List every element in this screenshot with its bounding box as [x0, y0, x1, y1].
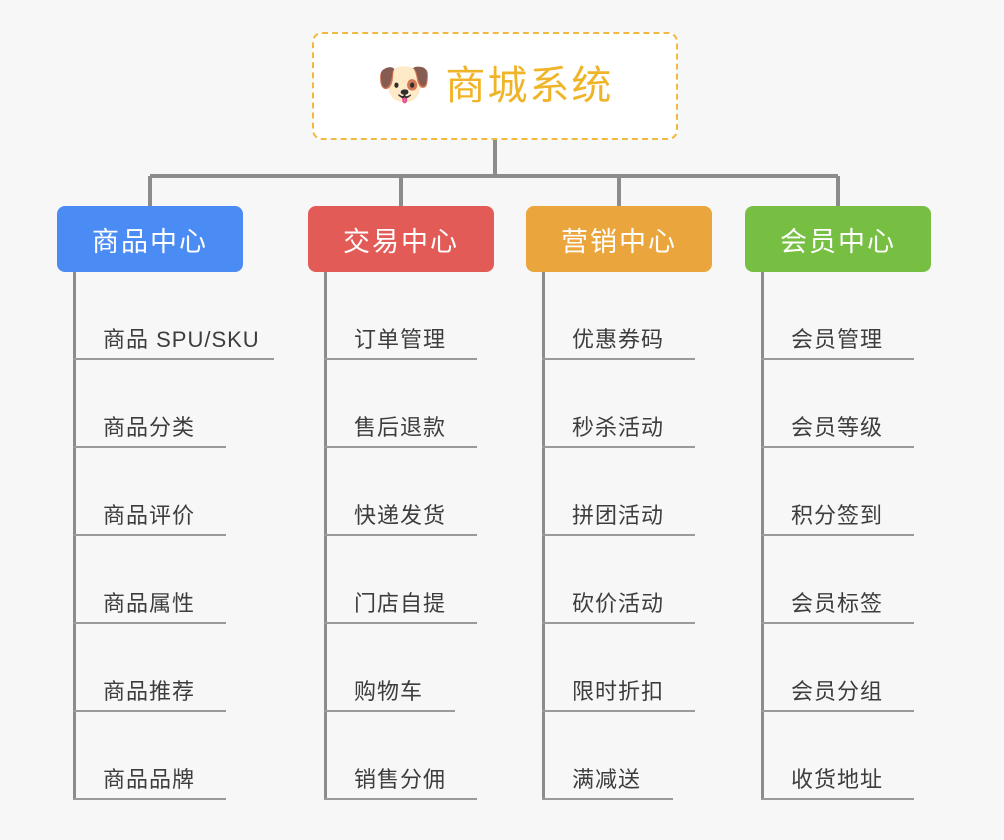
- list-item[interactable]: 商品 SPU/SKU: [57, 272, 357, 360]
- branch-trade-center: 交易中心 订单管理 售后退款 快递发货 门店自提 购物车: [308, 206, 608, 800]
- list-item[interactable]: 限时折扣: [526, 624, 826, 712]
- branch-items-product-center: 商品 SPU/SKU 商品分类 商品评价 商品属性 商品推荐 商品品牌: [57, 272, 357, 800]
- list-item-rule: [73, 710, 226, 712]
- list-item-label: 会员等级: [791, 415, 884, 440]
- list-item-rule: [324, 534, 477, 536]
- branch-header-label: 交易中心: [343, 226, 459, 257]
- list-item-label: 会员分组: [791, 679, 884, 704]
- list-item-label: 会员标签: [791, 591, 884, 616]
- list-item-label: 门店自提: [354, 591, 447, 616]
- list-item-label: 售后退款: [354, 415, 447, 440]
- branch-header-product-center[interactable]: 商品中心: [57, 206, 243, 272]
- branch-stem: [73, 272, 76, 800]
- list-item-rule: [542, 798, 673, 800]
- list-item-rule: [324, 622, 477, 624]
- list-item[interactable]: 售后退款: [308, 360, 608, 448]
- list-item-rule: [761, 358, 914, 360]
- list-item-label: 商品品牌: [103, 767, 196, 792]
- list-item-label: 商品属性: [103, 591, 196, 616]
- branch-items-marketing-center: 优惠券码 秒杀活动 拼团活动 砍价活动 限时折扣 满减送: [526, 272, 826, 800]
- list-item-label: 快递发货: [354, 503, 447, 528]
- list-item-label: 砍价活动: [572, 591, 665, 616]
- list-item-label: 商品评价: [103, 503, 196, 528]
- list-item-rule: [542, 534, 695, 536]
- list-item[interactable]: 会员管理: [745, 272, 1004, 360]
- list-item-rule: [542, 710, 695, 712]
- list-item-label: 会员管理: [791, 327, 884, 352]
- branch-stem: [542, 272, 545, 800]
- list-item-label: 秒杀活动: [572, 415, 665, 440]
- list-item[interactable]: 砍价活动: [526, 536, 826, 624]
- list-item-rule: [761, 798, 914, 800]
- list-item-rule: [324, 798, 477, 800]
- list-item-label: 商品推荐: [103, 679, 196, 704]
- root-title: 商城系统: [445, 64, 614, 108]
- list-item-rule: [73, 534, 226, 536]
- branch-header-marketing-center[interactable]: 营销中心: [526, 206, 712, 272]
- list-item-label: 销售分佣: [354, 767, 447, 792]
- list-item[interactable]: 秒杀活动: [526, 360, 826, 448]
- list-item[interactable]: 快递发货: [308, 448, 608, 536]
- branch-stem: [324, 272, 327, 800]
- list-item[interactable]: 商品品牌: [57, 712, 357, 800]
- list-item-label: 满减送: [572, 767, 642, 792]
- list-item-rule: [324, 710, 455, 712]
- list-item-rule: [73, 358, 274, 360]
- list-item-rule: [73, 446, 226, 448]
- list-item[interactable]: 门店自提: [308, 536, 608, 624]
- root-node[interactable]: 🐶 商城系统: [312, 32, 678, 140]
- list-item[interactable]: 会员等级: [745, 360, 1004, 448]
- list-item-label: 商品分类: [103, 415, 196, 440]
- list-item-rule: [73, 622, 226, 624]
- list-item[interactable]: 满减送: [526, 712, 826, 800]
- shiba-dog-face-icon: 🐶: [376, 60, 432, 109]
- branch-items-member-center: 会员管理 会员等级 积分签到 会员标签 会员分组 收货地址: [745, 272, 1004, 800]
- list-item[interactable]: 销售分佣: [308, 712, 608, 800]
- list-item-rule: [324, 446, 477, 448]
- branch-marketing-center: 营销中心 优惠券码 秒杀活动 拼团活动 砍价活动 限时折扣: [526, 206, 826, 800]
- list-item-label: 购物车: [354, 679, 424, 704]
- list-item-label: 商品 SPU/SKU: [103, 327, 260, 352]
- branch-header-trade-center[interactable]: 交易中心: [308, 206, 494, 272]
- list-item[interactable]: 积分签到: [745, 448, 1004, 536]
- list-item[interactable]: 商品分类: [57, 360, 357, 448]
- branch-header-label: 会员中心: [780, 226, 896, 257]
- branch-member-center: 会员中心 会员管理 会员等级 积分签到 会员标签 会员分组: [745, 206, 1004, 800]
- branch-product-center: 商品中心 商品 SPU/SKU 商品分类 商品评价 商品属性 商品推荐: [57, 206, 357, 800]
- list-item[interactable]: 拼团活动: [526, 448, 826, 536]
- list-item-label: 拼团活动: [572, 503, 665, 528]
- list-item[interactable]: 商品属性: [57, 536, 357, 624]
- list-item[interactable]: 优惠券码: [526, 272, 826, 360]
- list-item[interactable]: 会员标签: [745, 536, 1004, 624]
- list-item-rule: [542, 622, 695, 624]
- list-item[interactable]: 会员分组: [745, 624, 1004, 712]
- branch-items-trade-center: 订单管理 售后退款 快递发货 门店自提 购物车 销售分佣: [308, 272, 608, 800]
- list-item-label: 收货地址: [791, 767, 884, 792]
- branch-stem: [761, 272, 764, 800]
- list-item-rule: [761, 446, 914, 448]
- list-item-rule: [542, 446, 695, 448]
- list-item[interactable]: 商品评价: [57, 448, 357, 536]
- list-item-label: 优惠券码: [572, 327, 665, 352]
- list-item[interactable]: 购物车: [308, 624, 608, 712]
- list-item-rule: [324, 358, 477, 360]
- branch-header-member-center[interactable]: 会员中心: [745, 206, 931, 272]
- list-item[interactable]: 收货地址: [745, 712, 1004, 800]
- list-item-rule: [73, 798, 226, 800]
- list-item[interactable]: 订单管理: [308, 272, 608, 360]
- list-item-rule: [761, 710, 914, 712]
- list-item-rule: [542, 358, 695, 360]
- list-item[interactable]: 商品推荐: [57, 624, 357, 712]
- list-item-label: 订单管理: [354, 327, 447, 352]
- list-item-rule: [761, 534, 914, 536]
- list-item-rule: [761, 622, 914, 624]
- list-item-label: 积分签到: [791, 503, 884, 528]
- branch-header-label: 营销中心: [561, 226, 677, 257]
- list-item-label: 限时折扣: [572, 679, 665, 704]
- branch-header-label: 商品中心: [92, 226, 208, 257]
